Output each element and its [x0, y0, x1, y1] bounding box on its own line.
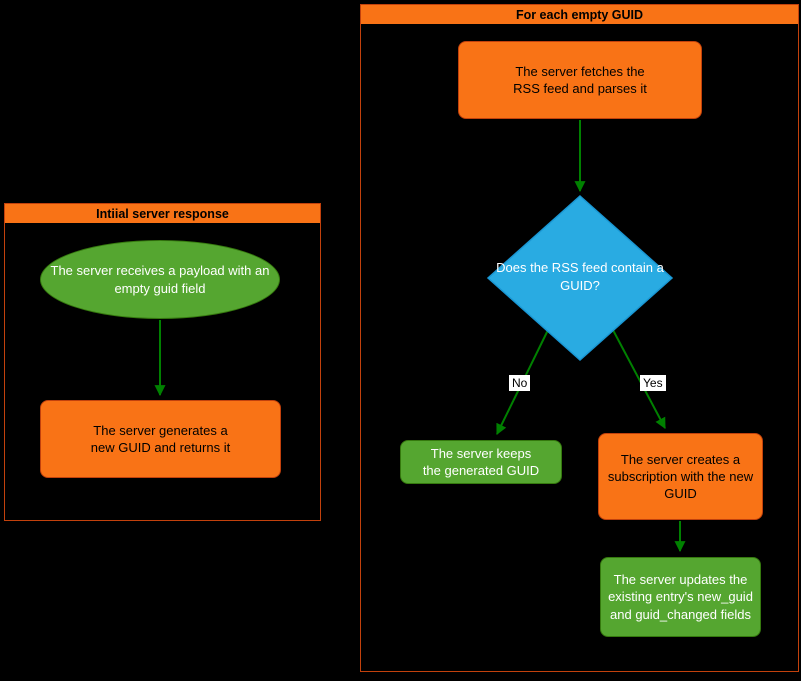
- node-decision-label: Does the RSS feed contain a GUID?: [496, 260, 664, 293]
- node-fetch-rss: The server fetches the RSS feed and pars…: [458, 41, 702, 119]
- node-receive-payload: The server receives a payload with an em…: [40, 240, 280, 319]
- edge-label-yes: Yes: [640, 375, 666, 392]
- node-generate-guid-label: The server generates a new GUID and retu…: [90, 422, 231, 455]
- subgraph-initial-server-response: Intiial server response: [4, 203, 321, 521]
- subgraph-title-for-each-empty-guid: For each empty GUID: [361, 5, 798, 24]
- node-keep-guid: The server keeps the generated GUID: [400, 440, 562, 484]
- node-keep-guid-label: The server keeps the generated GUID: [422, 445, 540, 478]
- node-update-entry-label: The server updates the existing entry's …: [608, 572, 753, 622]
- node-update-entry: The server updates the existing entry's …: [600, 557, 761, 637]
- node-create-subscription-label: The server creates a subscription with t…: [607, 451, 754, 502]
- edge-label-no: No: [509, 375, 531, 392]
- node-fetch-rss-label: The server fetches the RSS feed and pars…: [513, 63, 647, 96]
- node-generate-guid: The server generates a new GUID and retu…: [40, 400, 281, 478]
- node-create-subscription: The server creates a subscription with t…: [598, 433, 763, 520]
- node-receive-payload-label: The server receives a payload with an em…: [50, 263, 270, 296]
- subgraph-for-each-empty-guid: For each empty GUID: [360, 4, 799, 672]
- subgraph-title-initial-server-response: Intiial server response: [5, 204, 320, 223]
